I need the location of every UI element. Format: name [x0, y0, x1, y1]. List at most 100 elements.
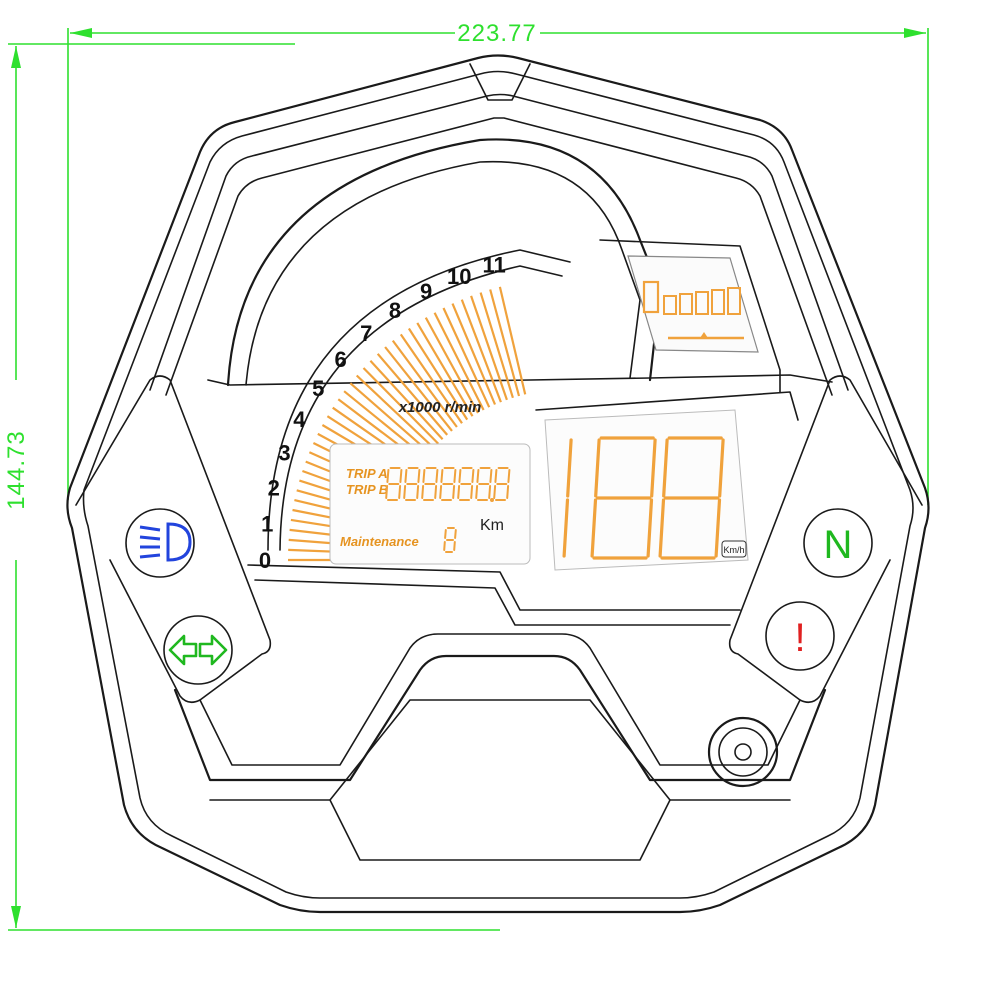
speedometer-display: Km/h: [544, 409, 749, 571]
maintenance-digit: [443, 527, 457, 553]
tach-tick-label: 3: [278, 441, 290, 466]
fuel-bar: [679, 293, 693, 315]
trip-b-label: TRIP B: [346, 482, 388, 497]
dimension-lines: 223.77 144.73: [3, 20, 929, 931]
adjust-knob-ring: [718, 727, 768, 777]
seven-segment-digit: [385, 467, 403, 501]
tach-inner-arc: [279, 265, 563, 551]
headlight-lamp: [125, 508, 195, 578]
tach-bar: [407, 327, 469, 421]
tach-bar: [384, 346, 453, 432]
tach-arch-inner: [245, 160, 641, 386]
speed-unit-box: [721, 540, 747, 558]
lower-body-bridge: [329, 699, 671, 801]
housing-outer-edge: [66, 54, 930, 914]
fuel-bar: [695, 291, 709, 315]
tach-tick-label: 2: [268, 476, 280, 501]
fuel-level-bars: [663, 287, 741, 315]
indicator-lamps: N !: [125, 508, 873, 788]
odometer-display: TRIP A TRIP B Maintenance Km: [329, 443, 531, 565]
tach-bar: [433, 312, 485, 411]
seven-segment-digit: [562, 438, 573, 558]
dim-arrow-left: [70, 28, 92, 38]
odometer-decimal-point: [490, 498, 494, 502]
high-beam-icon: [139, 522, 192, 562]
lower-body-inner: [199, 633, 801, 766]
fuel-bar: [727, 287, 741, 315]
bezel-inner-band: [149, 93, 849, 391]
seven-segment-digit: [475, 467, 493, 501]
tach-bar: [498, 286, 527, 395]
tach-bar: [391, 339, 458, 428]
tach-tick-label: 6: [334, 347, 346, 372]
tach-bar: [451, 303, 497, 405]
housing: [66, 54, 930, 914]
trip-a-label: TRIP A: [346, 466, 388, 481]
tach-arch-outer: [226, 138, 662, 387]
tach-tick-label: 8: [389, 298, 401, 323]
seven-segment-digit: [590, 436, 657, 560]
tach-bar: [376, 353, 449, 436]
seven-segment-digit: [493, 467, 511, 501]
tach-tick-label: 1: [261, 512, 273, 537]
tach-tick-label: 10: [447, 264, 471, 289]
fuel-bar: [711, 289, 725, 315]
tach-tick-label: 9: [420, 279, 432, 304]
dim-width-label: 223.77: [457, 20, 536, 47]
right-wing: [728, 375, 923, 704]
tach-bar: [489, 289, 521, 397]
tach-tick-label: 4: [293, 407, 306, 432]
fuel-bar: [663, 295, 677, 315]
tach-outer-arc: [267, 249, 571, 551]
display-bottom-edge: [247, 564, 741, 611]
bezel-inner-band-2: [165, 117, 833, 396]
left-wing: [75, 375, 272, 704]
housing-rim: [82, 70, 914, 899]
tach-bar: [470, 295, 508, 401]
tach-bar: [362, 367, 439, 445]
adjust-knob-center: [734, 743, 752, 761]
tach-tick-label: 5: [312, 376, 324, 401]
fuel-gauge: [627, 255, 759, 353]
lower-body-base: [209, 799, 791, 861]
odometer-digits: [385, 467, 511, 502]
dim-height-label: 144.73: [3, 430, 30, 509]
seven-segment-digit: [421, 467, 439, 501]
odometer-unit: Km: [480, 517, 504, 534]
tach-bar: [399, 333, 463, 424]
turn-signal-icon: [168, 634, 228, 666]
tach-bar: [355, 374, 435, 449]
seven-segment-digit: [403, 467, 421, 501]
turn-signal-lamp: [163, 615, 233, 685]
tach-unit-label: x1000 r/min: [398, 399, 482, 416]
seven-segment-digit: [658, 436, 725, 560]
bezel-top-line: [207, 374, 833, 386]
tach-tick-label: 11: [482, 253, 505, 278]
dim-arrow-top: [11, 46, 21, 68]
speed-window: [544, 409, 749, 571]
seven-segment-digit: [457, 467, 475, 501]
tach-bar: [416, 322, 474, 417]
dim-arrow-bottom: [11, 906, 21, 928]
tach-bar: [479, 292, 514, 399]
housing-top-notch: [469, 63, 531, 101]
lower-body-cutout: [173, 654, 827, 782]
tach-tick-label: 0: [259, 548, 271, 573]
seven-segment-digit: [439, 467, 457, 501]
tach-bar: [460, 299, 502, 403]
adjust-knob-outer: [707, 716, 779, 788]
warning-icon: !: [794, 616, 805, 660]
fuel-window-frame: [599, 239, 781, 393]
warning-lamp: [765, 601, 835, 671]
speed-digits: [562, 436, 725, 560]
display-bottom-edge-2: [254, 579, 731, 626]
neutral-icon: N: [824, 523, 853, 567]
tach-bar: [369, 360, 444, 440]
tach-tick-label: 7: [360, 321, 372, 346]
speed-window-top: [535, 391, 799, 421]
tach-bar: [442, 307, 491, 408]
fuel-scale-marker: [700, 332, 708, 338]
